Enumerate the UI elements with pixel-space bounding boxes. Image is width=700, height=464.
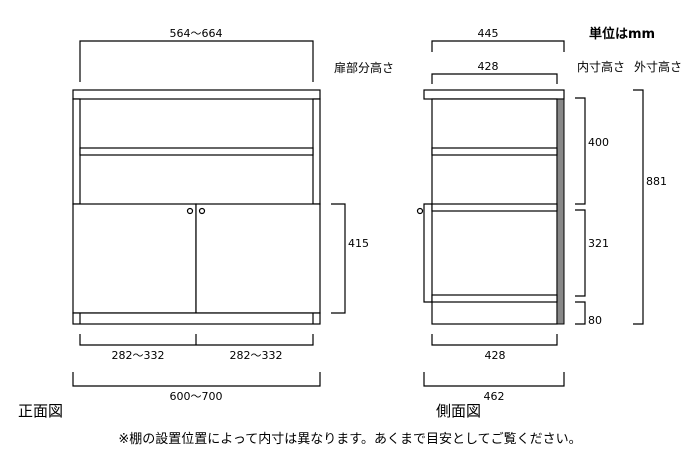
- outer-depth-bracket: [423, 372, 565, 387]
- front-view-title: 正面図: [18, 402, 63, 420]
- inner-depth-top-label: 428: [478, 60, 499, 73]
- outer-height-label: 881: [646, 175, 667, 188]
- outer-height-header: 外寸高さ: [634, 59, 682, 74]
- bottom-height-bracket: [575, 301, 586, 325]
- door-height-header: 扉部分高さ: [334, 60, 394, 75]
- side-top-board: [423, 89, 565, 100]
- side-view: 445 428 単位はmm 内寸高さ 外寸高さ 400 321 80 881 4…: [416, 26, 682, 420]
- middle-height-bracket: [575, 209, 586, 297]
- left-door-width-label: 282〜332: [112, 349, 165, 362]
- left-side-panel: [72, 98, 81, 205]
- middle-height-label: 321: [588, 237, 609, 250]
- disclaimer-note: ※棚の設置位置によって内寸は異なります。あくまで目安としてご覧ください。: [118, 431, 581, 447]
- right-door: [195, 203, 321, 314]
- inner-width-bracket: [79, 40, 314, 82]
- back-panel: [556, 98, 565, 325]
- top-board: [72, 89, 321, 100]
- inner-height-header: 内寸高さ: [577, 59, 625, 74]
- side-view-title: 側面図: [436, 402, 481, 420]
- right-door-width-label: 282〜332: [230, 349, 283, 362]
- side-shelf-upper: [431, 147, 558, 156]
- front-view: 564〜664 扉部分高さ 415 282〜332 282〜332 600〜70…: [18, 27, 394, 420]
- outer-height-bracket: [633, 89, 644, 325]
- side-shelf-middle: [431, 203, 558, 212]
- inner-depth-bottom-label: 428: [485, 349, 506, 362]
- upper-height-label: 400: [588, 136, 609, 149]
- outer-width-label: 600〜700: [170, 390, 223, 403]
- side-shelf-bottom: [431, 294, 558, 303]
- inner-depth-bottom-bracket: [431, 334, 558, 346]
- door-height-label: 415: [348, 237, 369, 250]
- right-side-panel: [312, 98, 321, 205]
- unit-label: 単位はmm: [589, 26, 655, 42]
- upper-height-bracket: [575, 97, 586, 205]
- inner-width-label: 564〜664: [170, 27, 223, 40]
- top-depth-label: 445: [478, 27, 499, 40]
- outer-depth-label: 462: [484, 390, 505, 403]
- plinth: [72, 312, 321, 325]
- side-door: [423, 203, 432, 303]
- door-width-bracket: [79, 334, 314, 346]
- bottom-height-label: 80: [588, 314, 602, 327]
- left-door: [72, 203, 197, 314]
- left-knob-icon: [186, 207, 194, 215]
- door-height-bracket: [331, 203, 346, 314]
- outer-width-bracket: [72, 372, 321, 387]
- side-knob-icon: [416, 207, 424, 215]
- inner-depth-top-bracket: [431, 73, 558, 84]
- top-depth-bracket: [431, 40, 565, 52]
- shelf: [79, 147, 314, 156]
- right-knob-icon: [198, 207, 206, 215]
